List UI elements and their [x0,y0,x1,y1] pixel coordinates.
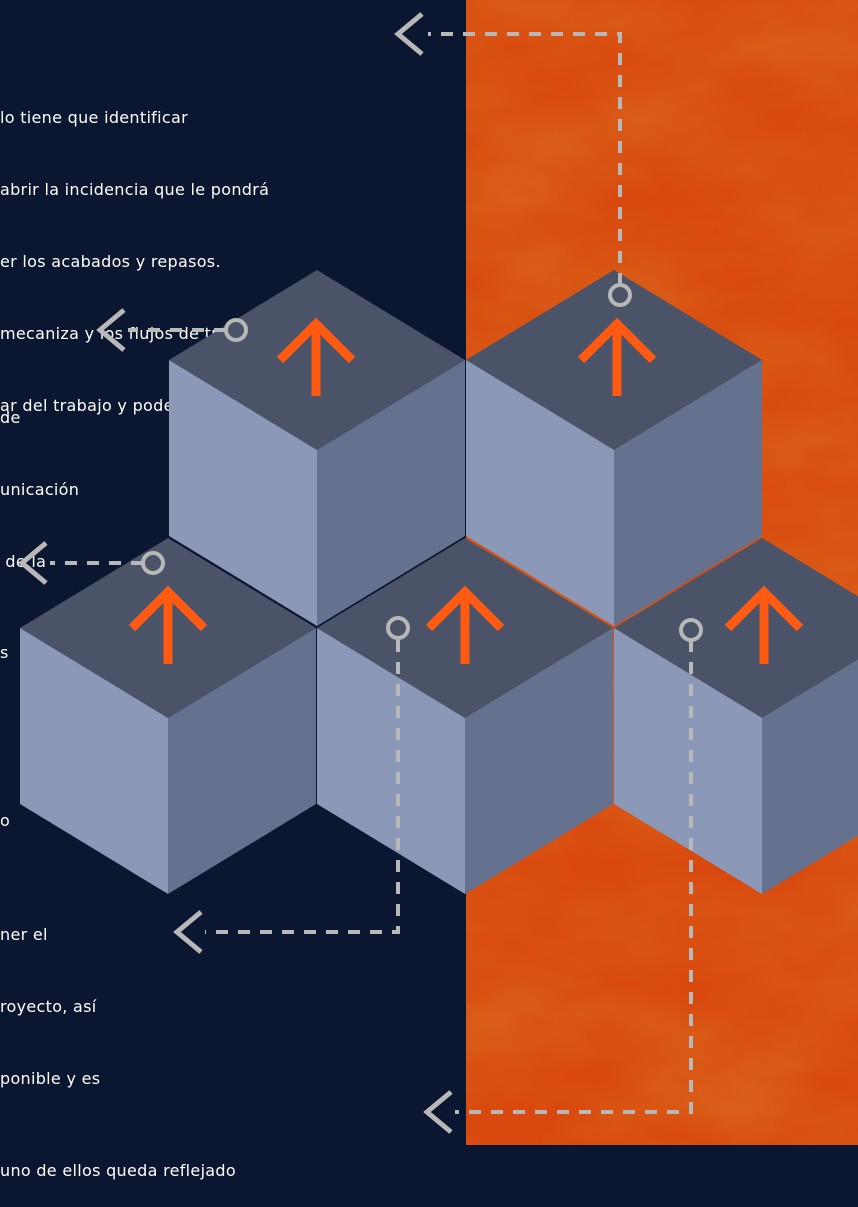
connector-line [428,34,620,285]
chevron-left-icon [177,912,201,952]
chevron-left-icon [100,310,124,350]
chevron-left-icon [22,543,46,583]
cube-diagram [0,0,858,1145]
text-line: uno de ellos queda reflejado [0,1159,236,1183]
chevron-left-icon [398,14,422,54]
chevron-left-icon [427,1092,451,1132]
